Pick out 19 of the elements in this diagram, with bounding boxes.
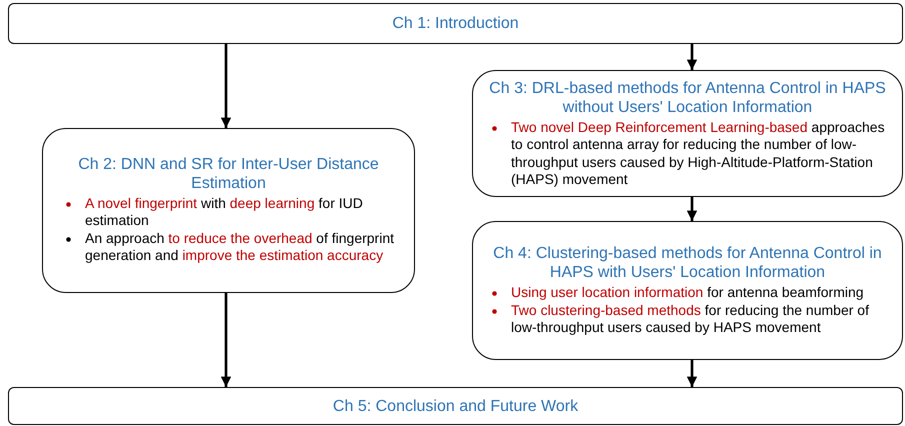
bullet-point: Two novel Deep Reinforcement Learning-based approaches to control antenna array for reducing the number of low-throughput users caused by High-Altitude-Platform-Station (HAPS) movement [511, 118, 885, 187]
chapter-title: Ch 3: DRL-based methods for Antenna Control in HAPS without Users' Location Information [488, 78, 887, 116]
chapter-box [472, 70, 903, 197]
bullet-point: Using user location information for antenna beamforming [511, 284, 864, 300]
chapter-title: Ch 2: DNN and SR for Inter-User Distance Estimation [77, 154, 380, 192]
arrow [686, 197, 698, 221]
arrow [686, 44, 698, 70]
bullet-point: An approach to reduce the overhead of fingerprint generation and improve the estimation accuracy [85, 230, 394, 263]
chapter-title: Ch 4: Clustering-based methods for Antenna Control in HAPS with Users' Location Information [492, 244, 883, 282]
arrow [220, 44, 232, 128]
bullet-point: Two clustering-based methods for reducing the number of low-throughput users caused by HAPS movement [511, 302, 869, 336]
chapter-title: Ch 5: Conclusion and Future Work [332, 396, 578, 416]
arrow [686, 360, 698, 387]
arrow [220, 293, 232, 387]
chapter-box [472, 221, 903, 360]
chapter-title: Ch 1: Introduction [392, 14, 519, 33]
chapter-box [8, 387, 903, 425]
chapter-box [42, 128, 415, 293]
chapter-box [8, 3, 903, 44]
